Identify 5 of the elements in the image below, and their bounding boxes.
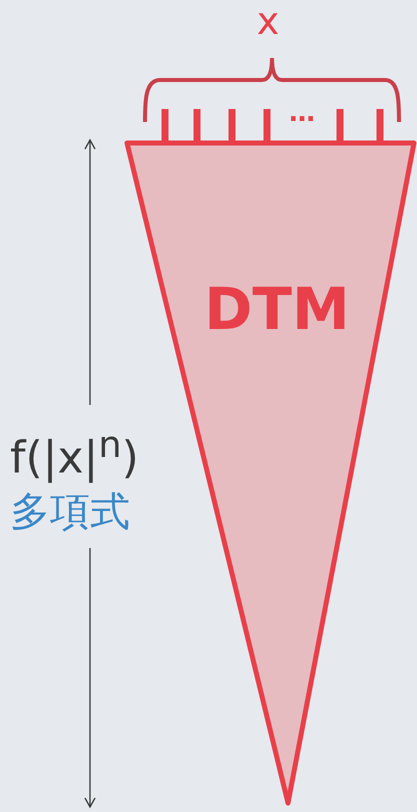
formula-label: f(|x|$^{n}$) (10, 425, 140, 484)
caption-label: 多項式 (10, 490, 131, 534)
axis-label: x (256, 2, 280, 40)
ellipsis: … (288, 100, 316, 126)
node-label: DTM (203, 280, 351, 338)
